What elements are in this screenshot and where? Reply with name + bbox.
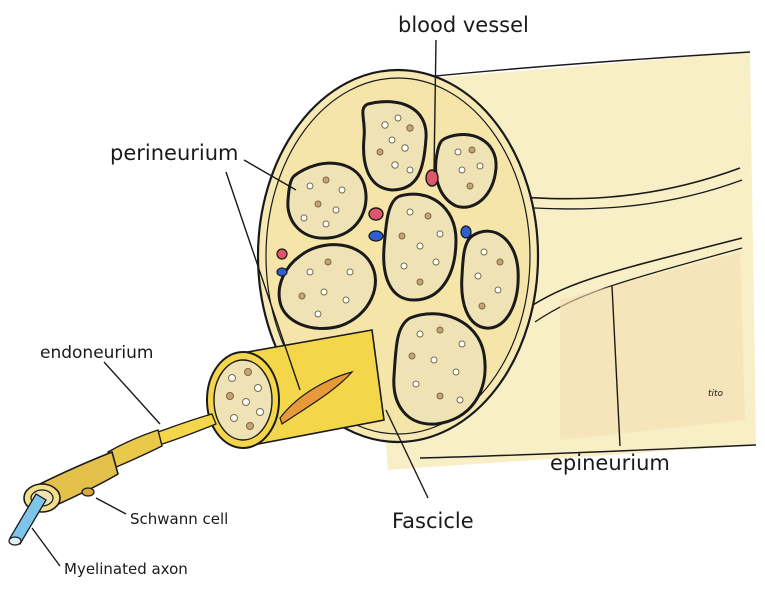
label-schwann-cell: Schwann cell <box>130 510 228 528</box>
label-myelinated-axon: Myelinated axon <box>64 560 188 578</box>
fascicle <box>288 163 366 238</box>
label-endoneurium: endoneurium <box>40 343 153 363</box>
label-perineurium: perineurium <box>110 141 239 165</box>
endoneurium-leader <box>104 362 160 424</box>
fascicle <box>394 314 485 424</box>
label-epineurium: epineurium <box>550 451 670 475</box>
fascicle <box>384 194 456 300</box>
schwann-cell-leader <box>96 498 126 514</box>
artist-signature: tito <box>708 389 724 399</box>
fascicle <box>363 102 426 190</box>
fascicle <box>462 231 518 328</box>
label-blood-vessel: blood vessel <box>398 13 529 37</box>
myelinated-axon-leader <box>32 528 60 566</box>
fascicle <box>436 135 496 208</box>
label-fascicle: Fascicle <box>392 509 474 533</box>
